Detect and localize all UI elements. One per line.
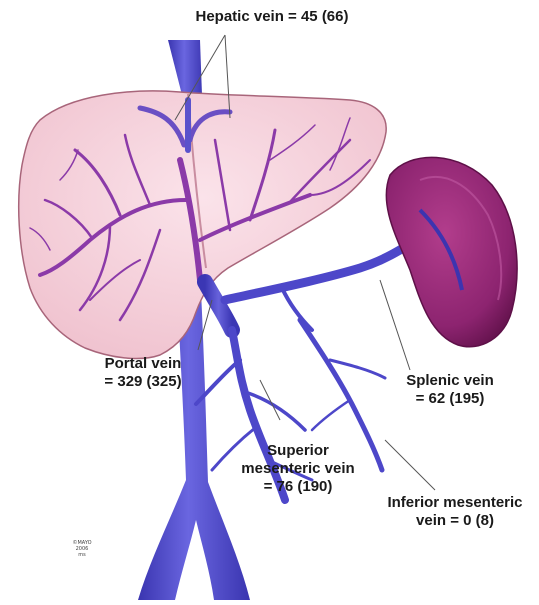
liver [19, 91, 386, 359]
portal-vein-label-line2: = 329 (325) [88, 373, 198, 391]
portal-vein-label-line1: Portal vein [88, 355, 198, 373]
portal-vein-label: Portal vein = 329 (325) [88, 355, 198, 391]
inferior-mesenteric-label-line1: Inferior mesenteric [380, 494, 530, 512]
splenic-vein-label: Splenic vein = 62 (195) [390, 372, 510, 408]
splenic-vein-label-line1: Splenic vein [390, 372, 510, 390]
superior-mesenteric-vein-label: Superior mesenteric vein = 76 (190) [228, 442, 368, 496]
spleen [386, 157, 517, 346]
copyright-mark: ©MAYO 2006 ms [62, 540, 102, 558]
superior-mesenteric-label-line2: mesenteric vein [228, 460, 368, 478]
superior-mesenteric-label-line1: Superior [228, 442, 368, 460]
inferior-mesenteric-label-line2: vein = 0 (8) [380, 512, 530, 530]
splenic-vein-label-line2: = 62 (195) [390, 390, 510, 408]
copyright-line3: ms [62, 552, 102, 558]
inferior-mesenteric-vein-label: Inferior mesenteric vein = 0 (8) [380, 494, 530, 530]
hepatic-vein-label: Hepatic vein = 45 (66) [172, 8, 372, 26]
superior-mesenteric-label-line3: = 76 (190) [228, 478, 368, 496]
